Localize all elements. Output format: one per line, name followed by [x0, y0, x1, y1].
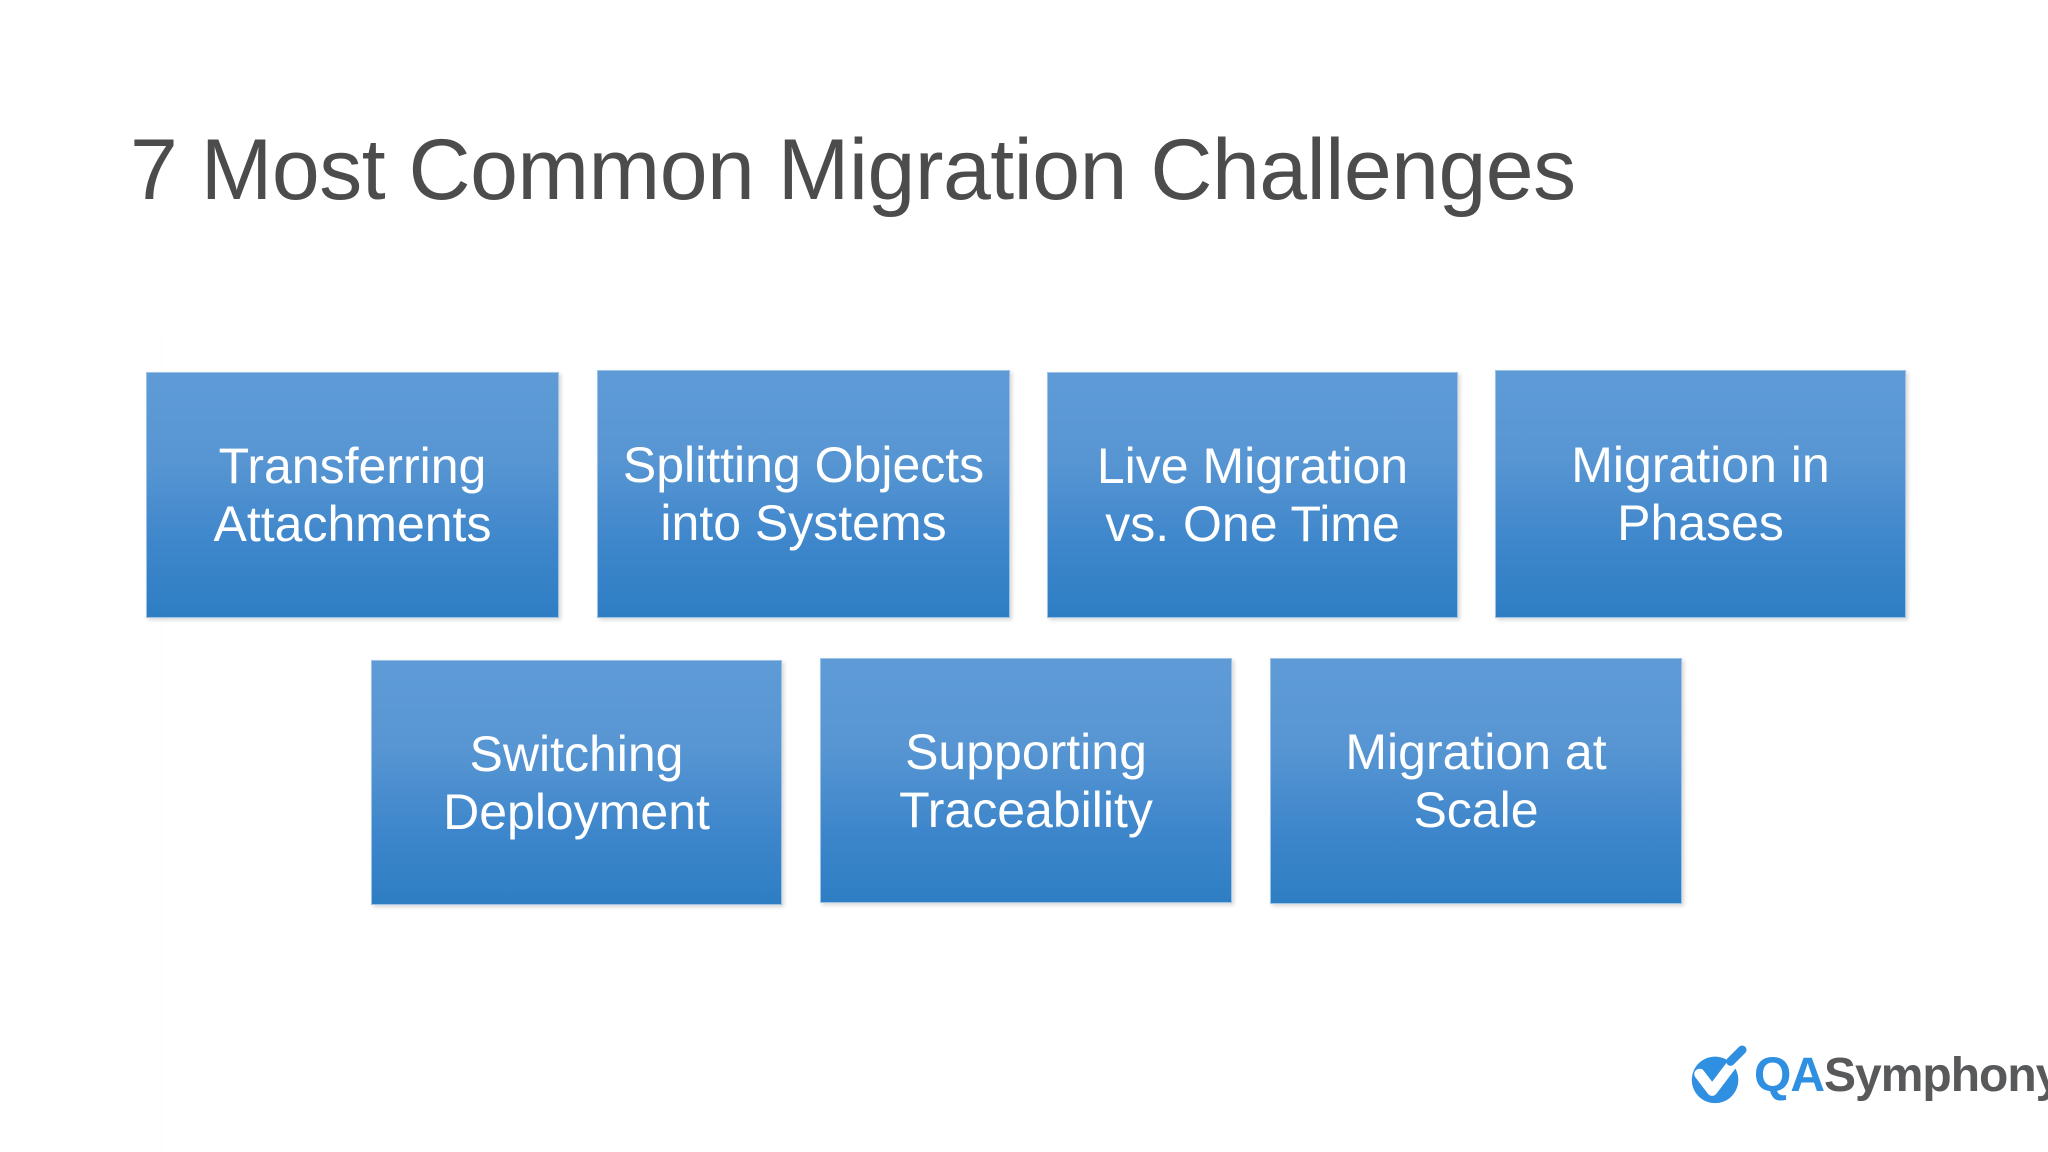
challenge-box-label: Migration in Phases	[1571, 437, 1830, 551]
challenge-box-label: Splitting Objects into Systems	[622, 437, 985, 551]
challenge-box-migration-at-scale[interactable]: Migration at Scale	[1270, 658, 1682, 904]
challenge-box-live-migration-vs-one-time[interactable]: Live Migration vs. One Time	[1047, 372, 1458, 618]
challenge-box-label: Supporting Traceability	[899, 723, 1153, 838]
challenge-box-label: Live Migration vs. One Time	[1096, 438, 1409, 552]
qasymphony-check-baton-icon	[1686, 1045, 1748, 1107]
challenge-box-transferring-attachments[interactable]: Transferring Attachments	[146, 372, 559, 618]
qasymphony-logo: QASymphony	[1686, 1040, 2048, 1112]
challenge-box-switching-deployment[interactable]: Switching Deployment	[371, 660, 782, 905]
logo-text-symphony: Symphony	[1824, 1049, 2048, 1102]
challenge-box-label: Transferring Attachments	[213, 438, 492, 552]
challenge-box-splitting-objects-into-systems[interactable]: Splitting Objects into Systems	[597, 370, 1010, 618]
challenge-box-label: Migration at Scale	[1345, 724, 1607, 838]
logo-text-qa: QA	[1754, 1049, 1825, 1102]
challenge-box-label: Switching Deployment	[443, 725, 710, 840]
logo-wordmark: QASymphony	[1754, 1052, 2048, 1100]
challenge-box-supporting-traceability[interactable]: Supporting Traceability	[820, 658, 1232, 903]
page-title: 7 Most Common Migration Challenges	[130, 121, 1576, 218]
challenge-box-migration-in-phases[interactable]: Migration in Phases	[1495, 370, 1906, 618]
